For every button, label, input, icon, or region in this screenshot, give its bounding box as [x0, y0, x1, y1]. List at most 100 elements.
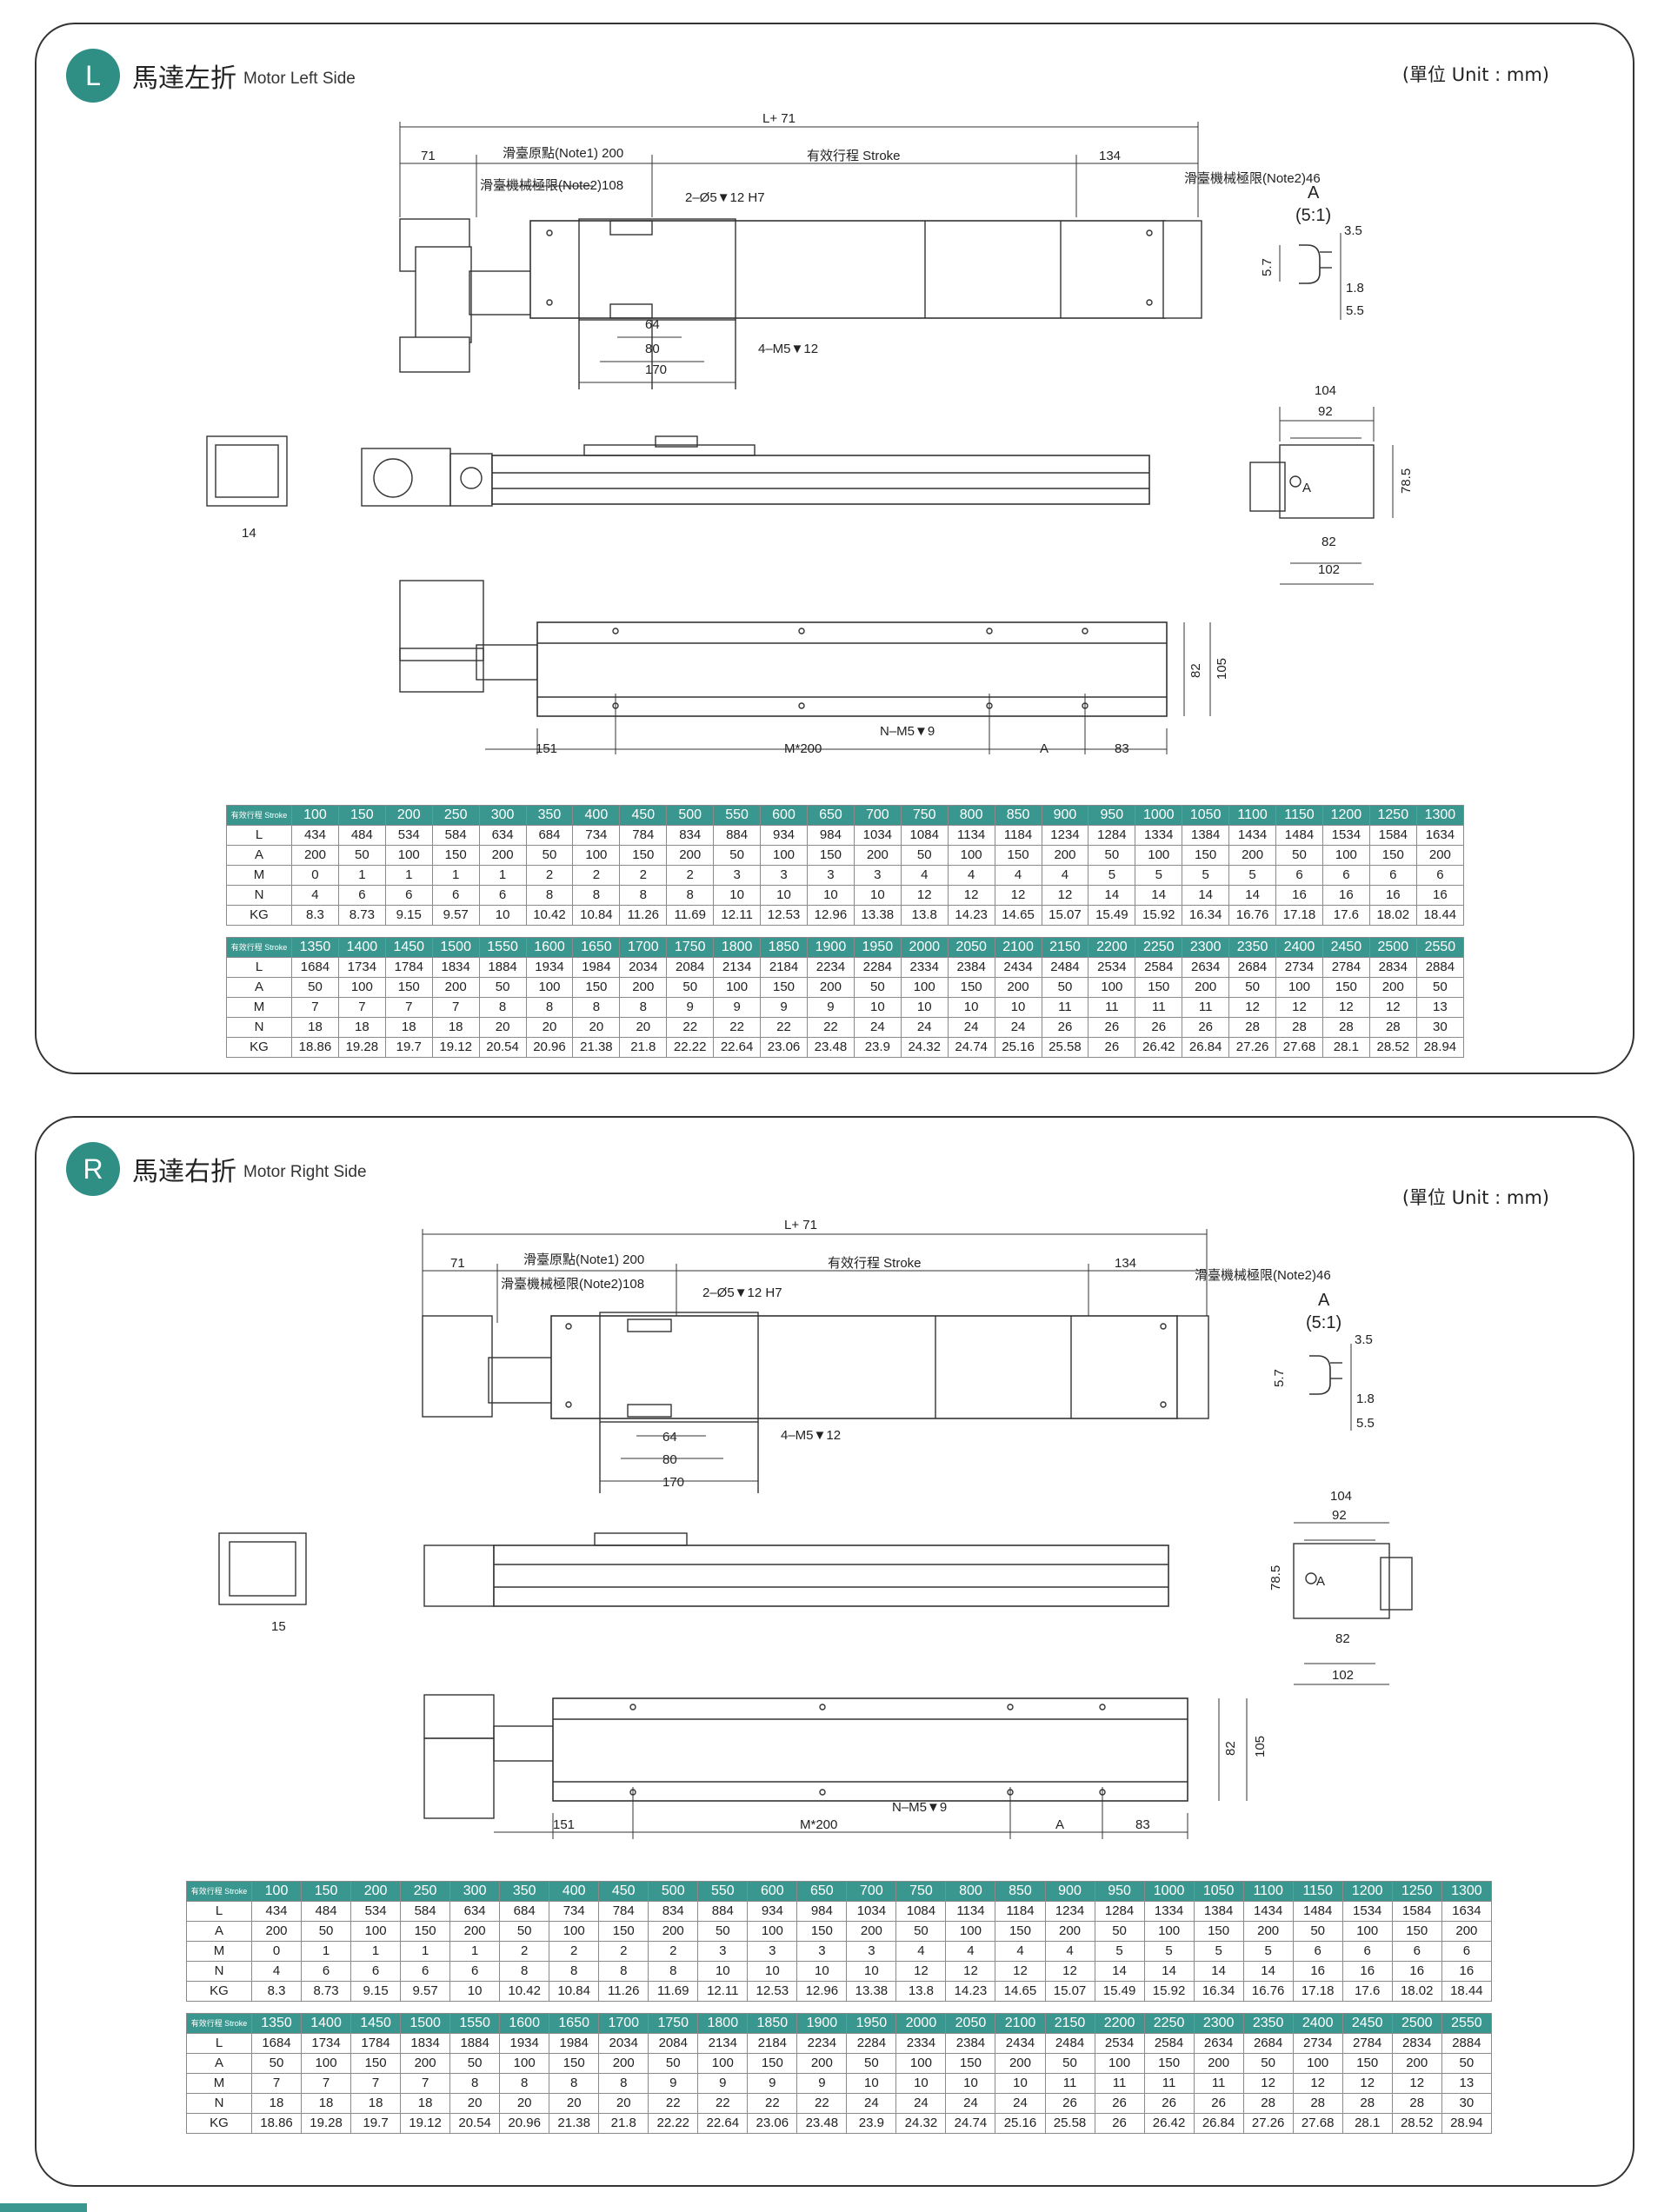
table-cell: 3 [796, 1941, 848, 1962]
table-cell: 1484 [1275, 825, 1323, 846]
table-header-cell: 1150 [1275, 805, 1323, 826]
table-cell: 13 [1441, 2073, 1493, 2094]
table-header-cell: 1650 [549, 2013, 600, 2034]
table-row-label: L [186, 2033, 252, 2054]
bottom-dim-m200: M*200 [784, 741, 822, 756]
table-cell: 22.22 [666, 1037, 715, 1058]
detail-a-title: A [1318, 1291, 1330, 1310]
end-dim-104: 104 [1315, 383, 1336, 398]
table-cell: 14.65 [995, 1981, 1046, 2002]
technical-drawing-left: L+ 71 71 滑臺原點(Note1) 200 有效行程 Stroke 134… [206, 111, 1414, 756]
table-cell: 2634 [1193, 2033, 1244, 2054]
table-cell: 2184 [747, 2033, 798, 2054]
table-cell: 100 [760, 845, 808, 866]
panel-title-zh: 馬達左折 [132, 63, 236, 94]
detail-5-5: 5.5 [1356, 1416, 1375, 1431]
table-cell: 14 [1135, 885, 1183, 906]
table-cell: 1684 [291, 957, 339, 978]
table-cell: 150 [796, 1921, 848, 1942]
table-cell: 22.22 [648, 2113, 699, 2134]
table-cell: 16 [1415, 885, 1465, 906]
bottom-dim-82: 82 [1223, 1741, 1238, 1756]
table-cell: 24.32 [900, 1037, 949, 1058]
table-header-cell: 2300 [1193, 2013, 1244, 2034]
table-cell: 0 [291, 865, 339, 886]
table-cell: 11.69 [648, 1981, 699, 2002]
dim-end-offset: 134 [1099, 149, 1121, 163]
table-cell: 934 [760, 825, 808, 846]
table-cell: 200 [846, 1921, 897, 1942]
table-cell: 1384 [1182, 825, 1230, 846]
table-cell: 19.7 [350, 2113, 402, 2134]
table-cell: 5 [1193, 1941, 1244, 1962]
table-cell: 200 [1441, 1921, 1493, 1942]
table-cell: 1 [431, 865, 480, 886]
table-header-label: 有效行程 Stroke [226, 937, 292, 958]
table-cell: 10 [713, 885, 762, 906]
table-cell: 14 [1228, 885, 1277, 906]
dim-motor-offset: 71 [450, 1256, 465, 1271]
table-cell: 28.52 [1391, 2113, 1442, 2134]
table-cell: 150 [384, 977, 433, 998]
dim-motor-offset: 71 [421, 149, 436, 163]
table-cell: 27.26 [1228, 1037, 1277, 1058]
table-cell: 1634 [1441, 1901, 1493, 1922]
table-cell: 24 [945, 2093, 996, 2114]
table-header-cell: 2200 [1088, 937, 1136, 958]
table-header-cell: 2400 [1292, 2013, 1343, 2034]
detail-a-scale: (5:1) [1306, 1313, 1341, 1332]
table-header-cell: 2450 [1321, 937, 1370, 958]
table-row-label: KG [226, 1037, 292, 1058]
motor-right-panel: R 馬達右折 Motor Right Side (單位 Unit : mm) L… [35, 1116, 1634, 2187]
table-cell: 200 [1368, 977, 1417, 998]
table-cell: 200 [1182, 977, 1230, 998]
dim-stroke: 有效行程 Stroke [828, 1256, 922, 1271]
table-cell: 100 [713, 977, 762, 998]
table-cell: 22.64 [713, 1037, 762, 1058]
table-cell: 100 [350, 1921, 402, 1942]
table-cell: 24.74 [945, 2113, 996, 2134]
table-cell: 1934 [525, 957, 574, 978]
table-cell: 2484 [1044, 2033, 1095, 2054]
side-view-labels: 15 [271, 1619, 286, 1634]
table-cell: 934 [747, 1901, 798, 1922]
table-cell: 1934 [499, 2033, 550, 2054]
table-cell: 884 [713, 825, 762, 846]
table-header-cell: 2150 [1044, 2013, 1095, 2034]
side-dim-14: 14 [242, 526, 256, 541]
table-cell: 23.9 [846, 2113, 897, 2134]
table-cell: 23.06 [747, 2113, 798, 2134]
table-cell: 784 [619, 825, 668, 846]
table-cell: 12 [1368, 997, 1417, 1018]
table-cell: 50 [1228, 977, 1277, 998]
table-cell: 8 [525, 885, 574, 906]
table-cell: 11 [1182, 997, 1230, 1018]
table-header-cell: 400 [549, 1881, 600, 1902]
table-header-cell: 1650 [572, 937, 621, 958]
table-cell: 1584 [1391, 1901, 1442, 1922]
table-cell: 9 [648, 2073, 699, 2094]
table-cell: 6 [384, 885, 433, 906]
table-cell: 2334 [900, 957, 949, 978]
table-cell: 50 [697, 1921, 749, 1942]
table-header-cell: 2550 [1415, 937, 1465, 958]
table-cell: 10 [895, 2073, 947, 2094]
table-cell: 150 [400, 1921, 451, 1942]
table-cell: 28 [1391, 2093, 1442, 2114]
table-cell: 24 [900, 1017, 949, 1038]
table-cell: 30 [1415, 1017, 1465, 1038]
table-header-cell: 550 [713, 805, 762, 826]
table-cell: 7 [301, 2073, 352, 2094]
table-cell: 7 [291, 997, 339, 1018]
table-cell: 2 [572, 865, 621, 886]
table-cell: 1484 [1292, 1901, 1343, 1922]
table-cell: 50 [1041, 977, 1089, 998]
table-cell: 20 [525, 1017, 574, 1038]
table-cell: 50 [666, 977, 715, 998]
table-cell: 16 [1441, 1961, 1493, 1982]
